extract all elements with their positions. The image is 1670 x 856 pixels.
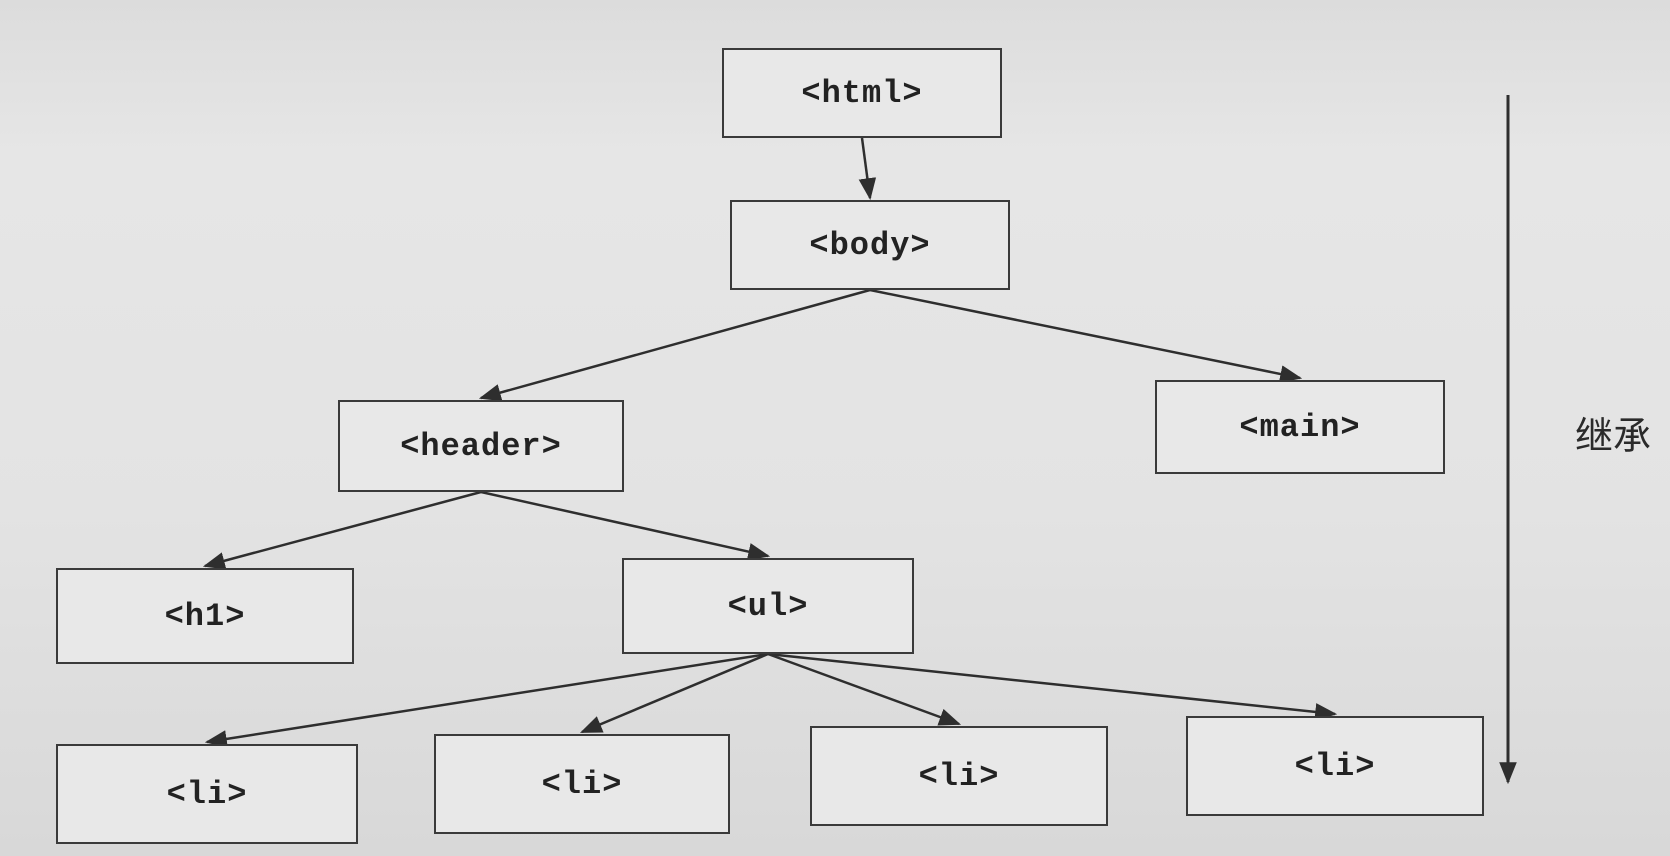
edge-ul-to-li2 <box>579 652 769 734</box>
node-li-3: <li> <box>810 726 1108 826</box>
node-html: <html> <box>722 48 1002 138</box>
node-body: <body> <box>730 200 1010 290</box>
edge-body-to-header <box>478 288 871 402</box>
node-li-1: <li> <box>56 744 358 844</box>
edge-header-to-h1 <box>202 490 482 570</box>
node-main: <main> <box>1155 380 1445 474</box>
node-h1: <h1> <box>56 568 354 664</box>
edge-ul-to-li1 <box>204 652 769 748</box>
edge-ul-to-li4 <box>767 652 1338 721</box>
node-li-2: <li> <box>434 734 730 834</box>
edge-header-to-ul <box>480 490 771 561</box>
edge-ul-to-li3 <box>767 652 962 726</box>
node-li-4: <li> <box>1186 716 1484 816</box>
node-ul: <ul> <box>622 558 914 654</box>
inheritance-label: 继承 <box>1575 414 1652 458</box>
node-header: <header> <box>338 400 624 492</box>
edge-html-to-body <box>858 137 877 201</box>
edge-body-to-main <box>869 288 1303 383</box>
